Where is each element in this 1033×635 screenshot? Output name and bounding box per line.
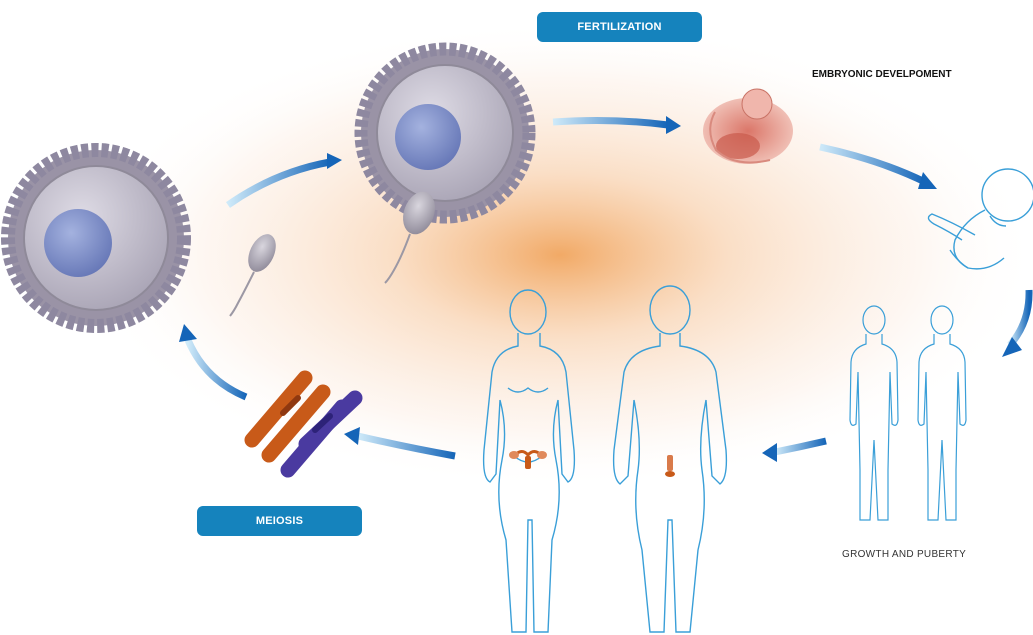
meiosis-label: MEIOSIS xyxy=(197,506,362,536)
growth-puberty-label: GROWTH AND PUBERTY xyxy=(842,549,966,560)
egg-cell-icon xyxy=(8,150,184,326)
background-glow xyxy=(80,20,1033,490)
fertilization-label: FERTILIZATION xyxy=(537,12,702,42)
embryonic-development-label: EMBRYONIC DEVELPOMENT xyxy=(812,69,952,80)
